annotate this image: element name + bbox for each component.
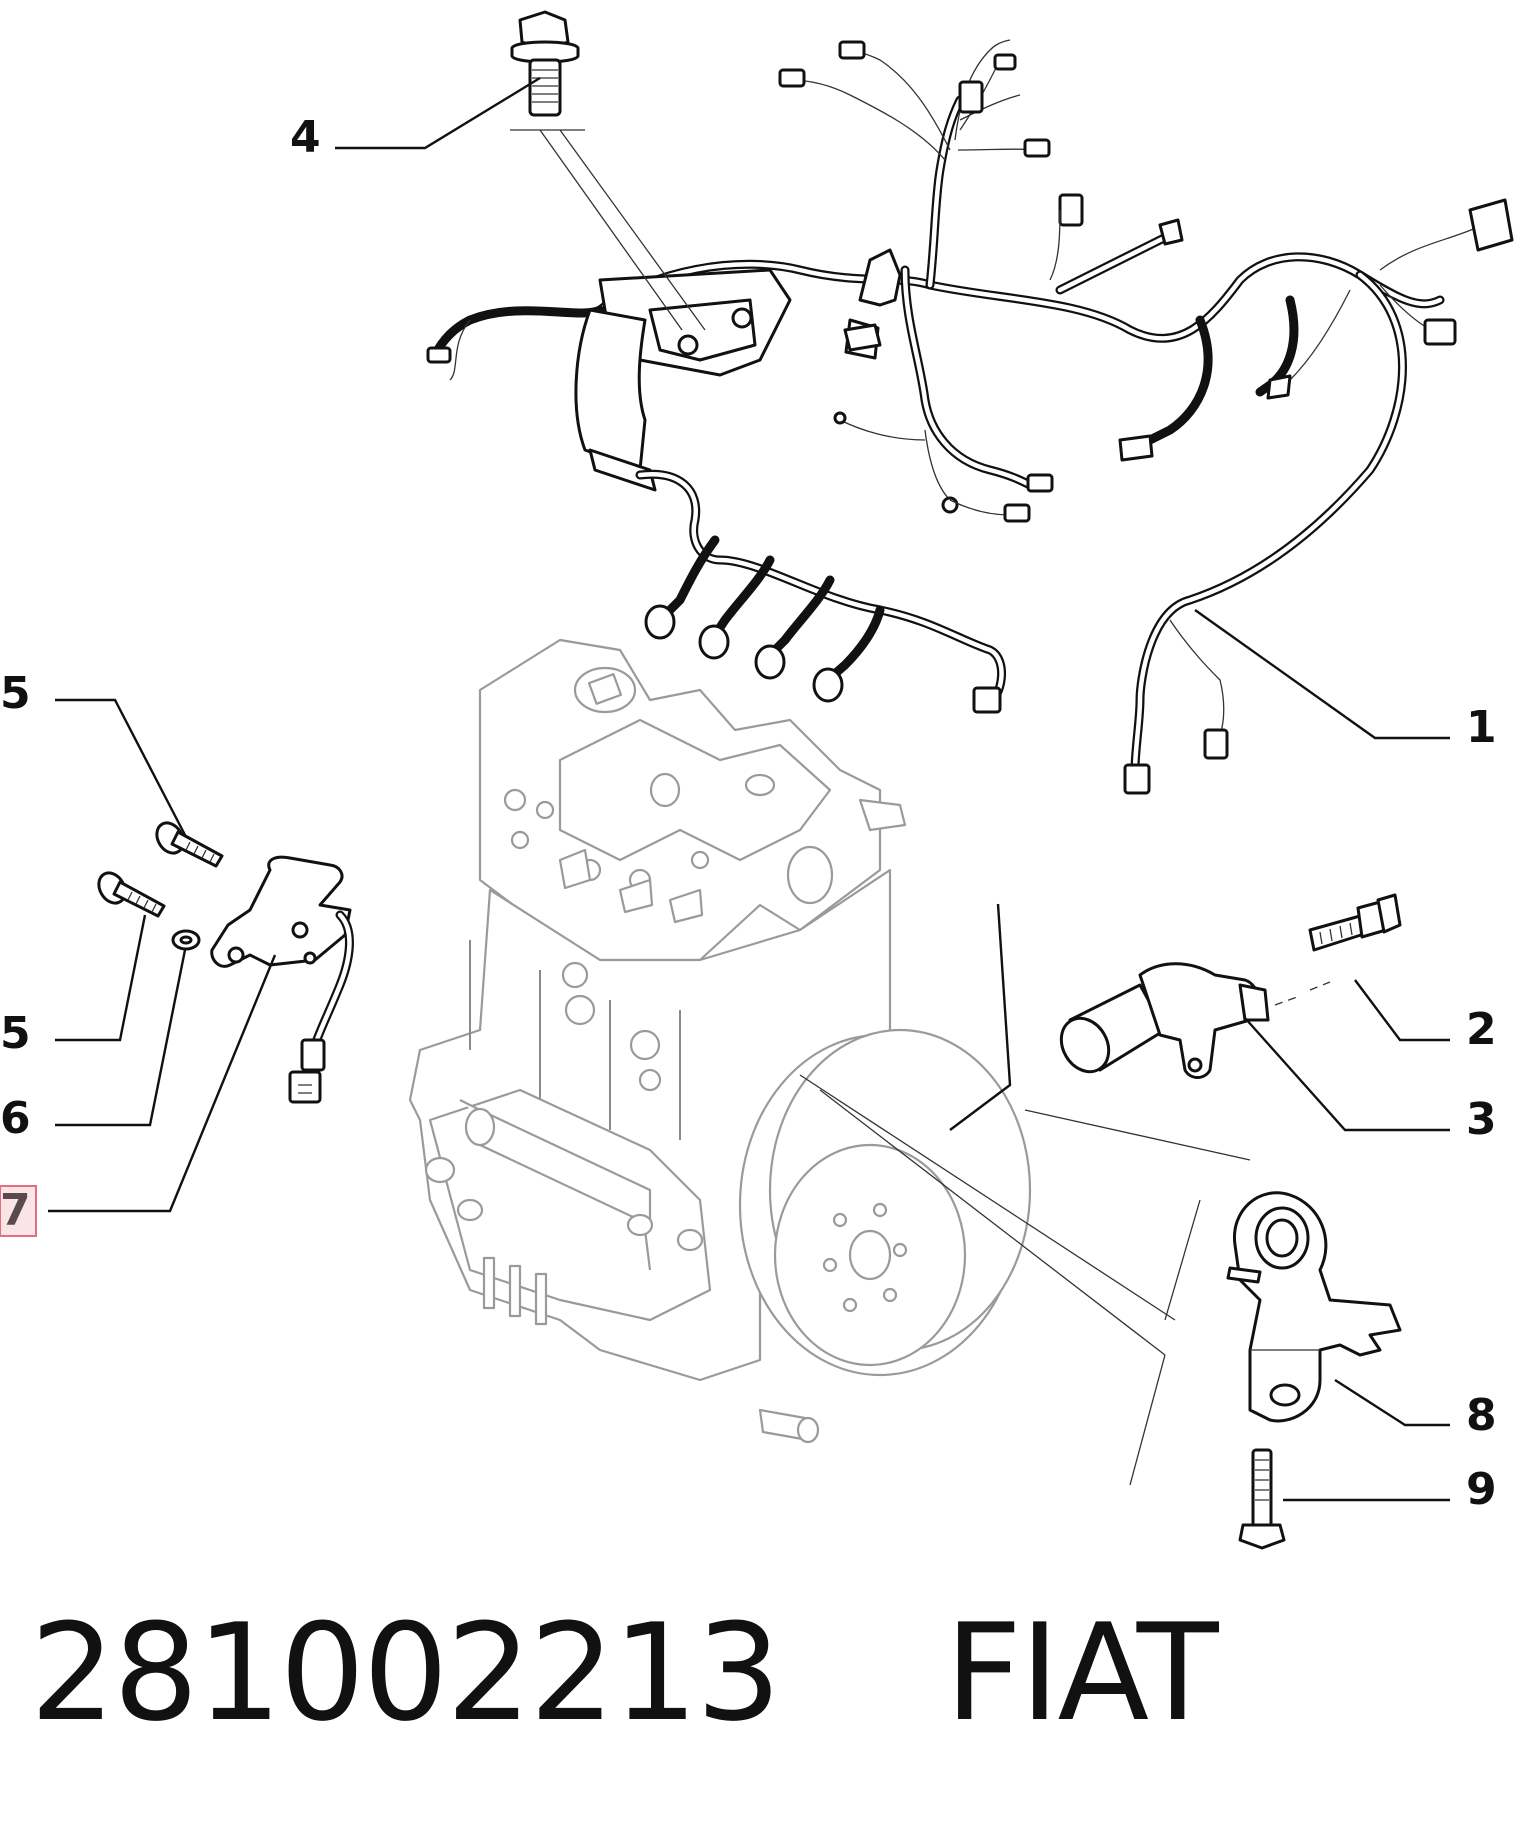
part-5-lower-screw [97, 871, 166, 918]
part-6-washer [171, 929, 201, 951]
part-7-sensor [210, 855, 354, 1104]
part-5-upper-screw [155, 821, 224, 868]
part-number: 281002213 [30, 1595, 781, 1751]
callout-1: 1 [1466, 702, 1497, 753]
callout-4: 4 [290, 112, 321, 163]
callout-labels: 4 1 5 2 5 6 3 7 8 9 [0, 112, 1497, 1515]
callout-3: 3 [1466, 1094, 1497, 1145]
footer-caption: 281002213 FIAT [30, 1595, 1219, 1795]
part-3-sensor [1059, 962, 1331, 1079]
brand-name: FIAT [944, 1595, 1219, 1751]
callout-8: 8 [1466, 1390, 1497, 1441]
callout-2: 2 [1466, 1004, 1497, 1055]
highlight-box-7 [0, 1185, 37, 1237]
part-4-bolt [510, 10, 580, 117]
callout-6: 6 [0, 1093, 31, 1144]
part-9-bolt [1238, 1448, 1286, 1550]
part-8-bracket [1226, 1191, 1402, 1423]
wiring-harness [426, 39, 1514, 795]
callout-5-lower: 5 [0, 1008, 31, 1059]
callout-7: 7 [0, 1185, 31, 1236]
part-2-bolt [1308, 893, 1402, 952]
injector-connectors [644, 604, 844, 703]
engine-block-illustration [408, 638, 1032, 1444]
leader-lines [48, 76, 1450, 1502]
callout-5-upper: 5 [0, 668, 31, 719]
callout-9: 9 [1466, 1464, 1497, 1515]
